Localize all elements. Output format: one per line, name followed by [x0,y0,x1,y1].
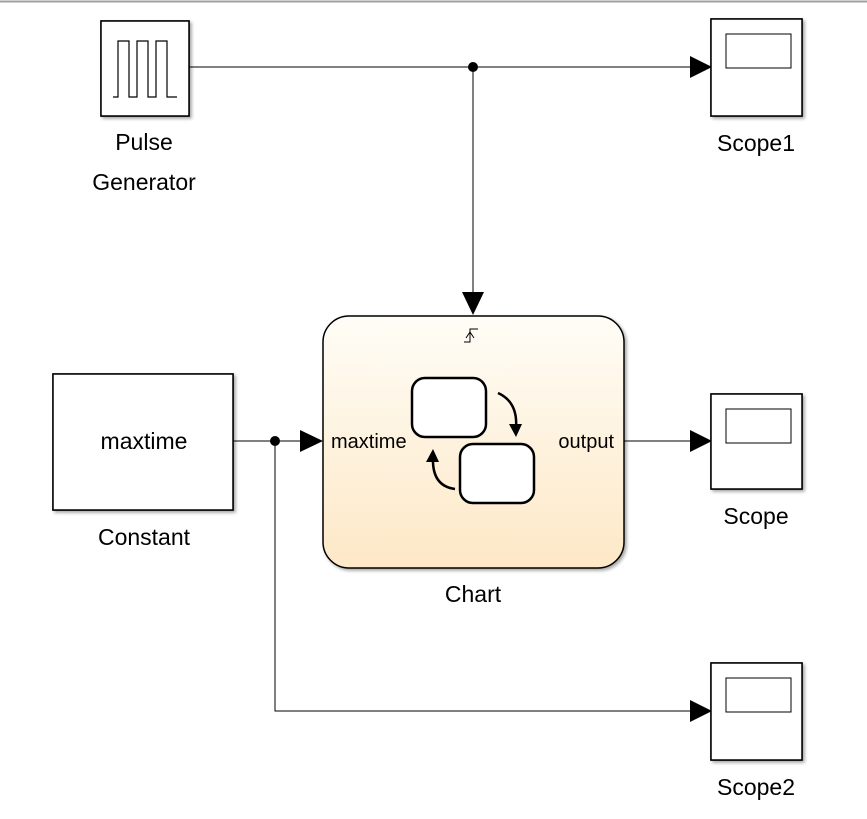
pulse-generator-label-line2: Generator [92,169,196,195]
chart-output-port-label: output [558,431,614,453]
scope2-block[interactable] [710,662,803,761]
signal-pulse-to-scope1[interactable] [189,56,712,78]
state-transition-icon [410,376,536,505]
constant-value: maxtime [101,428,188,454]
constant-label: Constant [98,524,191,550]
arrowhead [690,700,712,722]
scope-label: Scope [723,503,788,529]
scope-screen-icon [725,33,792,69]
square-wave-icon [113,40,177,98]
scope1-block[interactable] [710,18,803,117]
scope-block[interactable] [710,393,803,490]
scope2-label: Scope2 [717,774,795,800]
pulse-generator-block[interactable] [100,20,190,117]
signal-pulse-to-chart-trigger[interactable] [462,67,484,315]
chart-input-port-label: maxtime [331,431,407,453]
constant-block[interactable]: maxtime [52,373,234,511]
scope-screen-icon [725,677,792,713]
signal-chart-to-scope[interactable] [624,430,712,452]
chart-block[interactable]: maxtime output [322,315,625,569]
pulse-generator-label-line1: Pulse [115,129,173,155]
arrowhead [300,430,323,452]
signal-constant-to-chart[interactable] [233,430,323,452]
arrowhead [690,430,712,452]
chart-label: Chart [445,581,502,607]
scope1-label: Scope1 [717,130,795,156]
rising-edge-trigger-icon [464,328,478,343]
signal-constant-to-scope2[interactable] [274,441,712,722]
arrowhead [690,56,712,78]
scope-screen-icon [725,408,792,444]
arrowhead [462,292,484,315]
